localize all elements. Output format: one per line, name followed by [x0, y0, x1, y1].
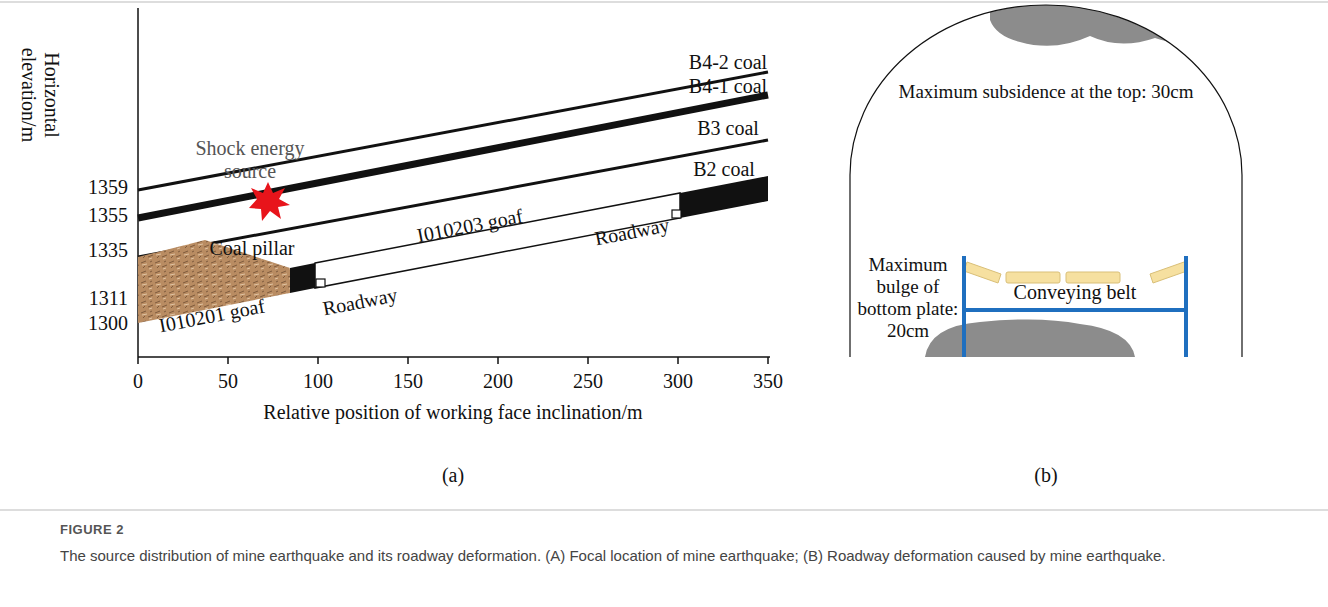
seam-label: B4-2 coal: [689, 51, 767, 74]
deformation-note: Maximum bulge of bottom plate: 20cm: [855, 254, 961, 341]
figure-number: FIGURE 2: [60, 523, 124, 538]
axis-title: Horizontal elevation/m: [17, 35, 63, 155]
seam-label: B3 coal: [697, 117, 759, 140]
panel-label: (a): [442, 464, 464, 487]
tick-label: 1359: [88, 176, 128, 199]
axis-title: Relative position of working face inclin…: [263, 401, 642, 424]
pillar-label: Coal pillar: [210, 237, 295, 260]
tick-label: 100: [303, 370, 333, 393]
tick-label: 0: [133, 370, 143, 393]
tick-label: 250: [573, 370, 603, 393]
tick-label: 300: [663, 370, 693, 393]
source-label: Shock energy source: [190, 137, 310, 183]
tick-label: 1300: [88, 312, 128, 335]
tick-label: 1335: [88, 239, 128, 262]
tick-label: 50: [218, 370, 238, 393]
panel-label: (b): [1034, 464, 1057, 487]
deformation-note: Maximum subsidence at the top: 30cm: [899, 81, 1194, 103]
belt-label: Conveying belt: [1014, 281, 1137, 304]
seam-label: B4-1 coal: [689, 75, 767, 98]
figure-caption: The source distribution of mine earthqua…: [60, 546, 1290, 566]
tick-label: 1355: [88, 204, 128, 227]
seam-label: B2 coal: [693, 158, 755, 181]
roadway-label: Roadway: [321, 284, 400, 321]
tick-label: 350: [753, 370, 783, 393]
tick-label: 1311: [89, 287, 128, 310]
tick-label: 150: [393, 370, 423, 393]
tick-label: 200: [483, 370, 513, 393]
